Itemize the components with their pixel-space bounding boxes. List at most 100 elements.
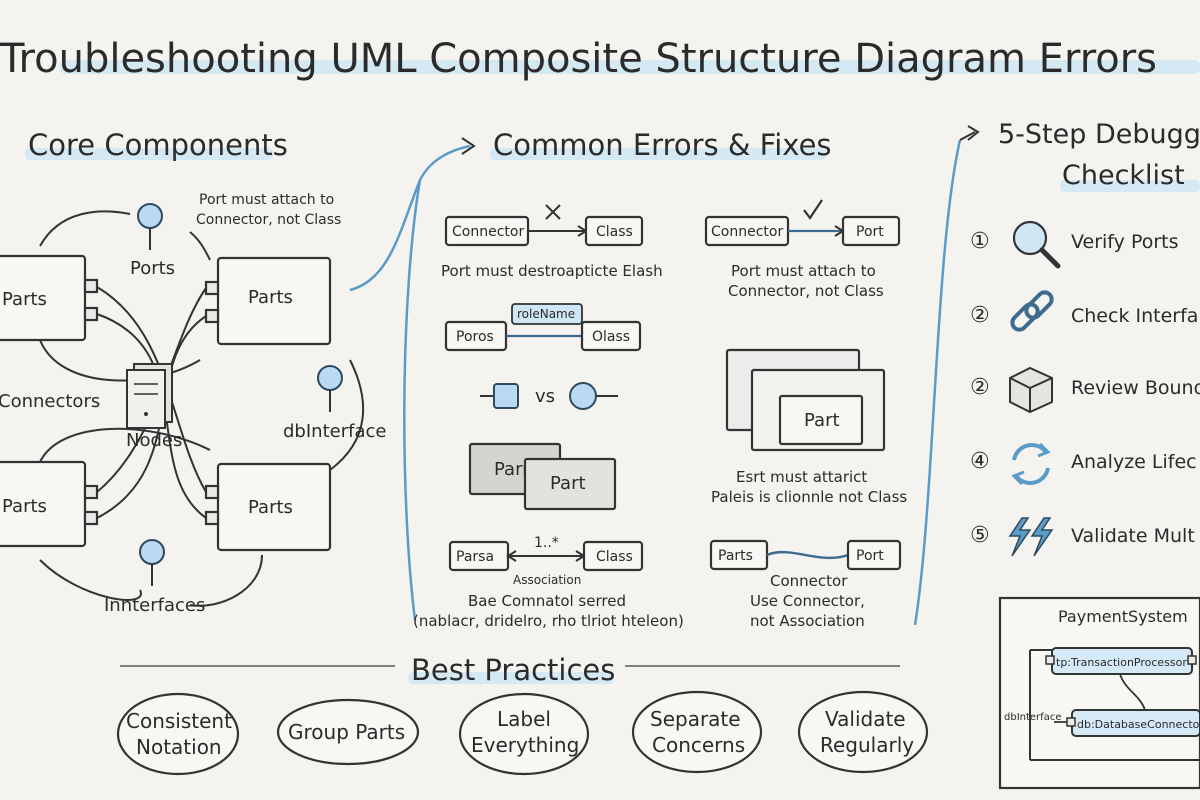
refresh-cycle-icon — [1011, 442, 1051, 486]
error-caption-5-line1: Bae Comnatol serred — [468, 592, 626, 610]
pill-label: Group Parts — [288, 720, 405, 744]
error-caption-1: Port must destroapticte Elash — [441, 262, 663, 280]
divider-right — [913, 139, 962, 626]
box-label: Parsa — [456, 549, 494, 565]
lightning-icon — [1008, 517, 1054, 557]
error-example-3: vs — [480, 382, 618, 410]
association-label: Association — [513, 573, 581, 587]
pill-label: Regularly — [820, 733, 914, 757]
errors-section: Common Errors & Fixes Connector Class Po… — [413, 128, 907, 630]
connectors-label: Connectors — [0, 391, 100, 412]
box-label: Olass — [592, 329, 630, 345]
best-heading: Best Practices — [411, 653, 615, 687]
interface-label: dbInterface — [1004, 712, 1061, 723]
interfaces-lollipop-icon — [139, 539, 165, 586]
fix-caption-4-line2: Paleis is clionnle not Class — [711, 488, 907, 506]
fix-caption-1-line1: Port must attach to — [731, 262, 876, 280]
processor-label: tp:TransactionProcessor — [1056, 656, 1187, 669]
best-practices-section: Best Practices Consistent Notation Group… — [116, 653, 929, 776]
checklist-section: 5-Step Debugg Checklist ① Verify Ports ②… — [970, 119, 1200, 790]
step-label: Validate Mult — [1071, 525, 1195, 547]
part-label: Parts — [2, 496, 47, 517]
box-label: Parts — [718, 548, 753, 564]
connector-line — [39, 210, 131, 247]
cube-icon — [1009, 366, 1053, 414]
step-label: Check Interfa — [1071, 305, 1198, 327]
best-practice-pill-1: Consistent Notation — [116, 692, 240, 776]
error-caption-5-line2: (nablacr, dridelro, rho tlriot hteleon) — [413, 612, 684, 630]
checklist-step-5: ⑤ Validate Mult — [970, 517, 1195, 557]
box-label: Class — [596, 224, 633, 240]
multiplicity-label: 1..* — [534, 535, 559, 551]
check-icon — [803, 199, 823, 220]
connector-line — [329, 359, 365, 471]
checklist-heading-line2: Checklist — [1062, 160, 1185, 191]
note-pointer — [189, 231, 211, 261]
magnifier-icon — [1012, 220, 1061, 269]
box-label: Class — [596, 549, 633, 565]
divider-arrow — [959, 131, 976, 141]
step-number: ② — [970, 303, 990, 328]
step-number: ① — [970, 229, 990, 254]
step-number: ④ — [970, 449, 990, 474]
page-title: Troubleshooting UML Composite Structure … — [0, 36, 1157, 82]
divider-arrowhead — [967, 125, 980, 141]
pill-label: Consistent — [126, 709, 232, 733]
error-x-icon — [545, 204, 561, 220]
pill-label: Notation — [136, 735, 222, 759]
box-label: Part — [550, 473, 586, 494]
best-heading-highlight — [408, 672, 614, 684]
ports-label: Ports — [130, 258, 175, 279]
nodes-label: Nodes — [126, 430, 182, 451]
error-example-4-overlap: Parr Part — [468, 442, 617, 511]
pill-label: Concerns — [652, 733, 745, 757]
server-node-icon — [126, 363, 173, 429]
part-box-bottom-left: Parts — [0, 460, 99, 548]
port-note-line1: Port must attach to — [199, 192, 334, 208]
interface-circle-icon — [569, 382, 597, 410]
connector-line — [39, 339, 201, 382]
fix-caption-5-line2: Use Connector, — [750, 592, 865, 610]
fix-caption-5-line3: not Association — [750, 612, 865, 630]
part-label: Parts — [248, 287, 293, 308]
error-example-4-nested: Part — [725, 348, 886, 452]
errors-heading-highlight — [490, 148, 826, 160]
divider-left — [403, 179, 422, 621]
box-label: Port — [856, 548, 884, 564]
system-label: PaymentSystem — [1058, 607, 1188, 626]
port-note-line2: Connector, not Class — [196, 212, 341, 228]
step-number: ② — [970, 375, 990, 400]
error-example-5-bad: Parsa 1..* Class — [448, 535, 644, 572]
step-label: Verify Ports — [1071, 231, 1179, 253]
flow-arrow — [349, 144, 471, 292]
pill-label: Validate — [825, 707, 906, 731]
role-name-label: roleName — [517, 307, 575, 321]
step-number: ⑤ — [970, 523, 990, 548]
part-label: Parts — [2, 289, 47, 310]
checklist-heading-line1: 5-Step Debugg — [998, 119, 1200, 150]
fix-caption-5-line1: Connector — [770, 572, 848, 590]
checklist-step-4: ④ Analyze Lifec — [970, 442, 1197, 486]
checklist-heading-highlight — [1060, 180, 1200, 192]
dbinterface-label: dbInterface — [283, 421, 386, 442]
box-label: Poros — [456, 329, 494, 345]
step-label: Review Bound — [1071, 377, 1200, 399]
connector-line — [39, 427, 211, 463]
box-label: Port — [856, 224, 884, 240]
error-example-1-bad: Connector Class — [444, 204, 644, 247]
core-heading: Core Components — [28, 128, 288, 162]
payment-system-diagram: PaymentSystem tp:TransactionProcessor db… — [998, 596, 1200, 790]
step-label: Analyze Lifec — [1071, 451, 1197, 473]
best-practice-pill-3: Label Everything — [458, 692, 590, 776]
box-label: Parr — [494, 459, 530, 480]
port-lollipop-icon — [137, 203, 163, 250]
chain-link-icon — [1010, 290, 1054, 332]
best-practice-pill-4: Separate Concerns — [631, 690, 763, 774]
core-heading-highlight — [25, 148, 273, 160]
connector-line — [189, 554, 263, 607]
pill-label: Separate — [650, 707, 741, 731]
interfaces-label: Innterfaces — [104, 595, 205, 616]
error-example-5-good: Parts Port — [709, 539, 902, 571]
error-example-1-good: Connector Port — [704, 199, 901, 247]
